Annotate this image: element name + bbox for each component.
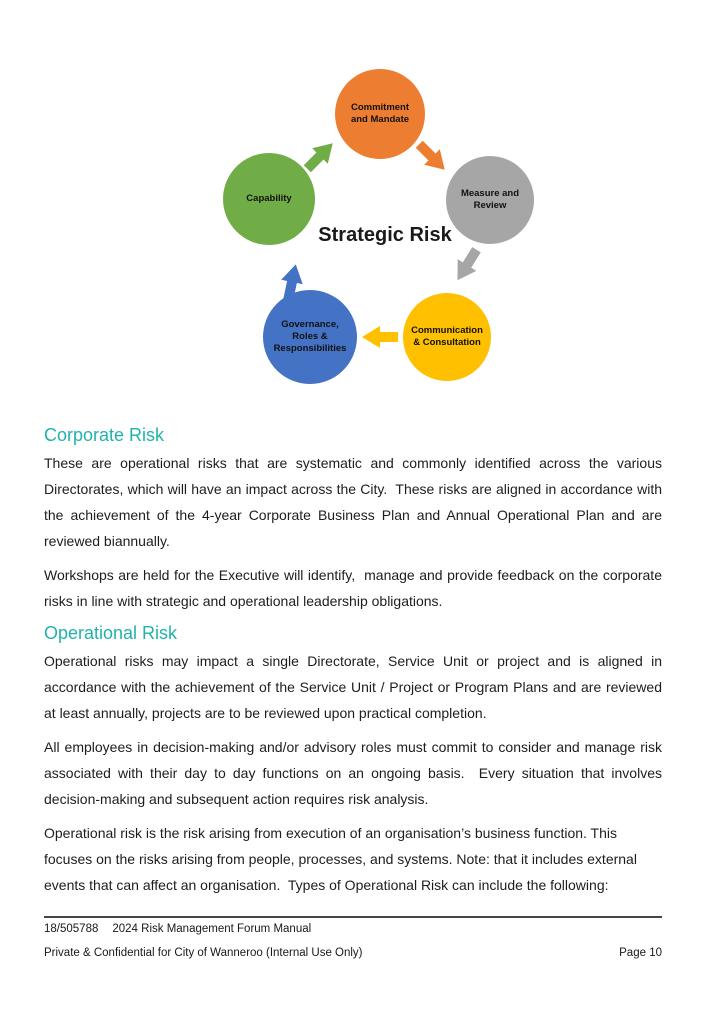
node-label: Governance, Roles & Responsibilities [273,319,347,354]
node-label: Communication & Consultation [411,325,483,348]
node-label: Measure and Review [460,188,520,211]
node-communication-and-consultation: Communication & Consultation [403,293,491,381]
diagram-title: Strategic Risk [318,224,452,246]
node-measure-and-review: Measure and Review [446,156,534,244]
paragraph: Operational risk is the risk arising fro… [44,825,637,893]
footer-confidential-notice: Private & Confidential for City of Wanne… [44,947,363,959]
paragraph: These are operational risks that are sys… [44,455,662,549]
footer-doc-title: 2024 Risk Management Forum Manual [112,923,312,935]
page-body: Corporate Risk These are operational ris… [44,424,662,906]
footer-page-number: Page 10 [619,947,662,959]
node-label: Commitment and Mandate [350,102,410,125]
block-arrow-down-left-icon [446,243,487,287]
node-label: Capability [246,193,292,205]
paragraph: Workshops are held for the Executive wil… [44,567,662,609]
strategic-risk-diagram: Commitment and Mandate Measure and Revie… [0,0,706,420]
block-arrow-down-right-icon [410,135,454,179]
node-commitment-and-mandate: Commitment and Mandate [335,69,425,159]
node-capability: Capability [223,153,315,245]
footer-doc-ref: 18/505788 [44,923,99,935]
paragraph: All employees in decision-making and/or … [44,739,662,807]
paragraph: Operational risks may impact a single Di… [44,653,662,721]
section-heading-operational-risk: Operational Risk [44,623,178,643]
page-footer: 18/505788 2024 Risk Management Forum Man… [44,916,662,959]
block-arrow-up-right-icon [298,134,342,178]
footer-rule [44,916,662,918]
section-heading-corporate-risk: Corporate Risk [44,425,165,445]
node-governance-roles-responsibilities: Governance, Roles & Responsibilities [263,290,357,384]
block-arrow-left-icon [362,324,398,350]
block-arrow-up-icon [276,262,309,303]
